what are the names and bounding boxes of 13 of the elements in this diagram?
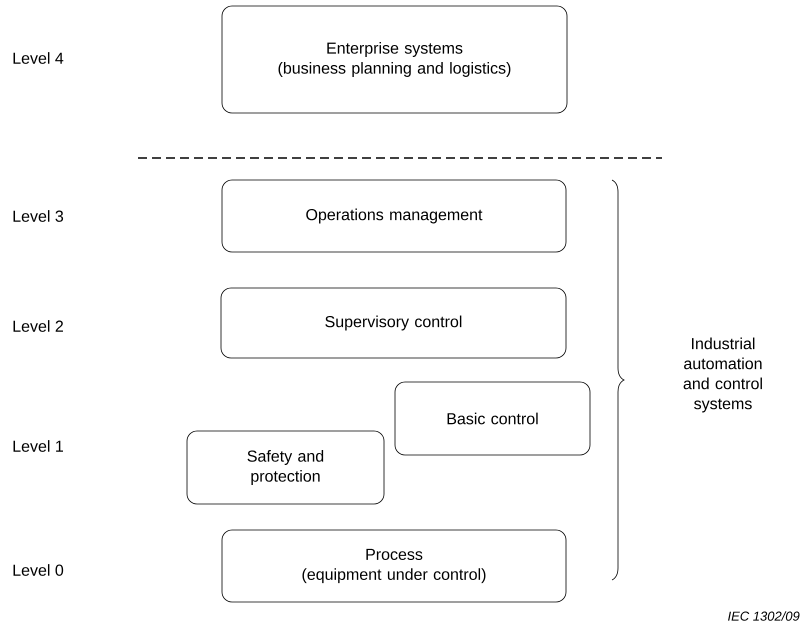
process-box: Basic control — [394, 382, 590, 456]
figure-number: IEC 1302/09 — [728, 611, 800, 621]
process-box: Enterprise systems (business planning and logistics) — [222, 6, 568, 114]
process-box: Supervisory control — [220, 288, 566, 358]
process-box: Process (equipment under control) — [222, 530, 566, 602]
level-label: Level 2 — [14, 320, 63, 332]
level-label: Level 3 — [14, 210, 64, 222]
process-box: Operations management — [222, 180, 566, 252]
group-label: Industrial automation and control systems — [684, 338, 762, 412]
level-label: Level 1 — [14, 440, 63, 452]
level-label: Level 0 — [14, 564, 64, 576]
process-box: Safety and protection — [186, 430, 384, 504]
level-label: Level 4 — [14, 52, 64, 64]
